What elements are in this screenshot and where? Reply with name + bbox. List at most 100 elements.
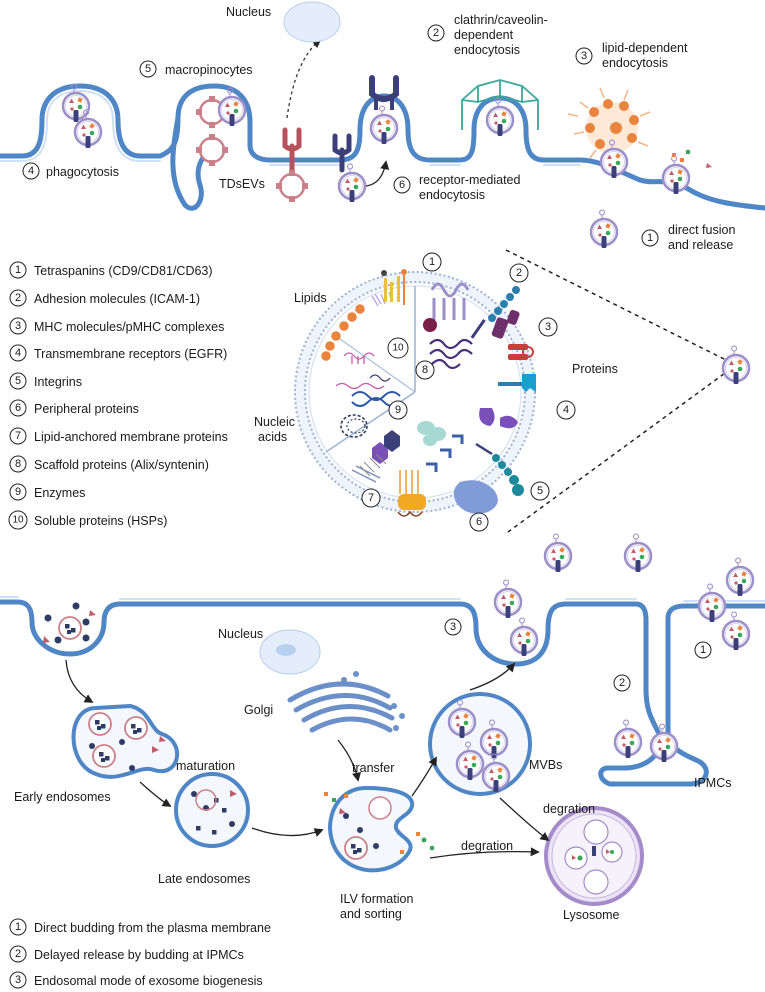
svg-text:1: 1 <box>700 644 706 656</box>
svg-text:5: 5 <box>15 375 21 387</box>
bottom-arrows <box>65 659 550 859</box>
svg-text:dependent: dependent <box>454 28 514 42</box>
direct-fusion <box>589 150 712 250</box>
svg-text:9: 9 <box>395 404 401 416</box>
lipids-label: Lipids <box>294 291 327 305</box>
svg-text:Delayed release by budding at: Delayed release by budding at IPMCs <box>34 948 244 962</box>
exosome-detail: 1 2 3 4 5 6 7 8 9 10 Lipids Nucleic acid… <box>254 249 751 533</box>
mvb <box>428 692 532 796</box>
svg-text:Direct budding from the plasma: Direct budding from the plasma membrane <box>34 921 271 935</box>
svg-text:2: 2 <box>433 27 439 39</box>
clathrin-coat <box>461 79 539 138</box>
top-plasma-membrane <box>0 83 765 211</box>
svg-text:degration: degration <box>461 839 513 853</box>
lipid-raft-cluster <box>567 87 651 180</box>
svg-text:MHC molecules/pMHC complexes: MHC molecules/pMHC complexes <box>34 320 224 334</box>
svg-text:Lipid-anchored membrane protei: Lipid-anchored membrane proteins <box>34 430 228 444</box>
svg-text:3: 3 <box>545 321 551 333</box>
svg-text:4: 4 <box>28 165 34 177</box>
svg-text:8: 8 <box>15 458 21 470</box>
svg-text:5: 5 <box>537 485 543 497</box>
svg-text:6: 6 <box>15 402 21 414</box>
svg-text:Enzymes: Enzymes <box>34 486 85 500</box>
svg-text:10: 10 <box>12 515 24 526</box>
nucleus-top-shape <box>283 1 341 43</box>
svg-text:4: 4 <box>563 404 569 416</box>
svg-text:ILV formation: ILV formation <box>340 892 413 906</box>
svg-text:8: 8 <box>422 364 428 376</box>
tdsev-receptors <box>274 127 367 204</box>
svg-text:Soluble proteins (HSPs): Soluble proteins (HSPs) <box>34 514 167 528</box>
svg-text:Golgi: Golgi <box>244 703 273 717</box>
svg-text:endocytosis: endocytosis <box>602 56 668 70</box>
svg-text:Nucleic: Nucleic <box>254 415 295 429</box>
svg-text:clathrin/caveolin-: clathrin/caveolin- <box>454 13 548 27</box>
svg-text:receptor-mediated: receptor-mediated <box>419 173 520 187</box>
svg-text:Early endosomes: Early endosomes <box>14 790 111 804</box>
proteins-label: Proteins <box>572 362 618 376</box>
svg-text:degration: degration <box>543 802 595 816</box>
svg-text:9: 9 <box>15 486 21 498</box>
svg-text:transfer: transfer <box>352 761 394 775</box>
svg-text:4: 4 <box>15 347 21 359</box>
svg-text:1: 1 <box>647 232 653 244</box>
svg-text:6: 6 <box>399 179 405 191</box>
svg-text:IPMCs: IPMCs <box>694 776 732 790</box>
svg-text:direct fusion: direct fusion <box>668 223 735 237</box>
svg-text:3: 3 <box>581 50 587 62</box>
macropinocyte-vesicles <box>194 86 247 168</box>
ilv-formation <box>324 785 434 873</box>
protein-legend: 1 Tetraspanins (CD9/CD81/CD63) 2 Adhesio… <box>8 261 228 530</box>
svg-text:7: 7 <box>15 430 21 442</box>
top-numbered-labels: 5 macropinocytes 2 clathrin/caveolin- de… <box>22 13 735 252</box>
receptor-mediated-cup <box>369 75 399 146</box>
svg-text:3: 3 <box>450 621 456 633</box>
svg-text:1: 1 <box>15 921 21 933</box>
svg-text:2: 2 <box>516 267 522 279</box>
svg-text:Lysosome: Lysosome <box>563 908 620 922</box>
svg-text:Late endosomes: Late endosomes <box>158 872 250 886</box>
bottom-plasma-membrane <box>0 596 765 787</box>
lysosome <box>544 806 644 906</box>
bottom-numbered-labels: 3 2 1 <box>444 618 712 692</box>
svg-text:2: 2 <box>15 948 21 960</box>
early-endosomes <box>71 703 180 779</box>
svg-text:Nucleus: Nucleus <box>218 627 263 641</box>
svg-text:endocytosis: endocytosis <box>419 188 485 202</box>
arrow-receptor-uptake <box>365 160 390 187</box>
svg-text:6: 6 <box>476 516 482 528</box>
zoomed-ev <box>721 344 751 386</box>
svg-text:3: 3 <box>15 320 21 332</box>
svg-text:1: 1 <box>429 256 435 268</box>
late-endosomes <box>174 772 250 848</box>
svg-text:Integrins: Integrins <box>34 375 82 389</box>
svg-text:10: 10 <box>392 343 404 354</box>
svg-text:Scaffold proteins (Alix/synten: Scaffold proteins (Alix/syntenin) <box>34 458 209 472</box>
svg-text:7: 7 <box>368 492 374 504</box>
svg-text:Adhesion molecules (ICAM-1): Adhesion molecules (ICAM-1) <box>34 292 200 306</box>
svg-text:2: 2 <box>619 677 625 689</box>
macropinocytes-label: macropinocytes <box>165 63 253 77</box>
svg-text:1: 1 <box>15 264 21 276</box>
svg-text:Peripheral proteins: Peripheral proteins <box>34 402 139 416</box>
svg-text:and release: and release <box>668 238 733 252</box>
tdsevs-label: TDsEVs <box>219 177 265 191</box>
svg-text:5: 5 <box>145 63 151 75</box>
svg-text:Endosomal mode of exosome biog: Endosomal mode of exosome biogenesis <box>34 974 263 988</box>
svg-text:and sorting: and sorting <box>340 907 402 921</box>
svg-text:Transmembrane receptors (EGFR): Transmembrane receptors (EGFR) <box>34 347 227 361</box>
svg-text:maturation: maturation <box>176 759 235 773</box>
svg-text:lipid-dependent: lipid-dependent <box>602 41 688 55</box>
svg-text:endocytosis: endocytosis <box>454 43 520 57</box>
endocytic-cup <box>43 602 96 644</box>
svg-text:3: 3 <box>15 974 21 986</box>
phagocytosis-label: phagocytosis <box>46 165 119 179</box>
arrow-to-nucleus <box>286 38 322 119</box>
svg-text:2: 2 <box>15 292 21 304</box>
bottom-labels: Nucleus Golgi transfer maturation Early … <box>14 627 732 922</box>
svg-text:acids: acids <box>258 430 287 444</box>
nucleus-top-label: Nucleus <box>226 5 271 19</box>
biogenesis-legend: 1 Direct budding from the plasma membran… <box>9 918 271 989</box>
svg-text:Tetraspanins (CD9/CD81/CD63): Tetraspanins (CD9/CD81/CD63) <box>34 264 213 278</box>
